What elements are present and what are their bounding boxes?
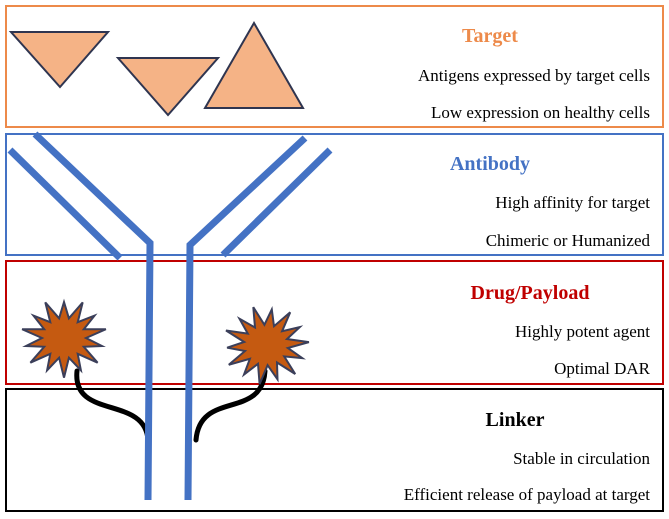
linker-box	[5, 388, 664, 512]
target-box	[5, 5, 664, 128]
target-title: Target	[462, 25, 518, 47]
linker-line-2: Efficient release of payload at target	[404, 485, 651, 504]
payload-starburst-icon	[225, 306, 310, 385]
payload-title: Drug/Payload	[471, 282, 590, 304]
antigen-triangle-icon	[203, 20, 305, 109]
payload-starburst-icon	[21, 298, 107, 378]
antibody-box	[5, 133, 664, 256]
target-line-1: Antigens expressed by target cells	[418, 66, 650, 85]
antibody-line-2: Chimeric or Humanized	[486, 231, 651, 250]
linker-curve-left	[74, 368, 151, 443]
antigen-triangle-icon	[115, 57, 221, 117]
linker-line-1: Stable in circulation	[513, 449, 650, 468]
payload-line-1: Highly potent agent	[515, 322, 650, 341]
linker-title: Linker	[486, 409, 545, 431]
payload-line-2: Optimal DAR	[554, 359, 651, 378]
antibody-title: Antibody	[450, 153, 530, 175]
antibody-line-1: High affinity for target	[495, 193, 650, 212]
antigen-triangle-icon	[8, 31, 111, 89]
target-line-2: Low expression on healthy cells	[431, 103, 650, 122]
linker-curve-right	[193, 368, 268, 443]
antibody-y-icon	[7, 131, 333, 501]
payload-box	[5, 260, 664, 385]
